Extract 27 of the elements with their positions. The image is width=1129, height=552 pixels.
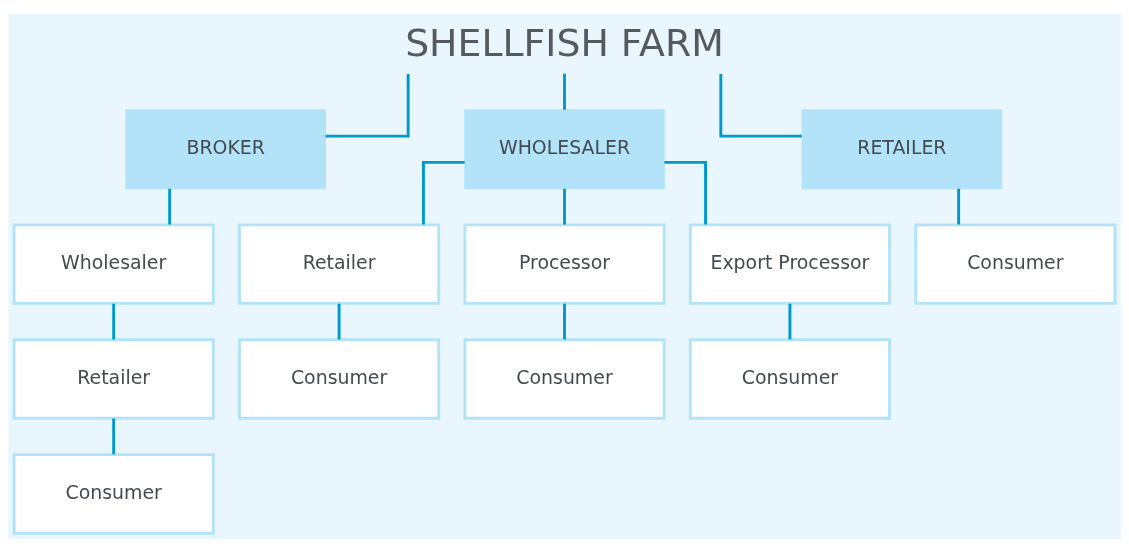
connector <box>563 73 566 110</box>
node-box: RETAILER <box>801 108 1003 189</box>
connector <box>957 188 961 224</box>
connector <box>325 73 410 138</box>
connector <box>112 418 116 454</box>
node-box: Retailer <box>238 222 441 305</box>
node-box: BROKER <box>125 108 326 189</box>
connector <box>337 303 341 339</box>
node-box: Consumer <box>688 337 891 420</box>
connector <box>112 303 116 339</box>
connector <box>421 160 465 224</box>
node-box: Export Processor <box>688 222 891 305</box>
node-box: Consumer <box>238 337 441 420</box>
connector <box>664 160 708 224</box>
connector <box>719 73 802 138</box>
node-box: Wholesaler <box>12 222 215 305</box>
connector <box>788 303 792 339</box>
connector <box>563 303 566 339</box>
connector <box>563 188 566 224</box>
node-box: Retailer <box>12 337 215 420</box>
node-box: Consumer <box>463 337 666 420</box>
connector <box>168 188 172 224</box>
node-box: Processor <box>463 222 666 305</box>
node-box: WHOLESALER <box>464 108 665 189</box>
node-box: Consumer <box>12 452 215 535</box>
node-text: SHELLFISH FARM <box>405 20 724 65</box>
node-box: Consumer <box>914 222 1117 305</box>
